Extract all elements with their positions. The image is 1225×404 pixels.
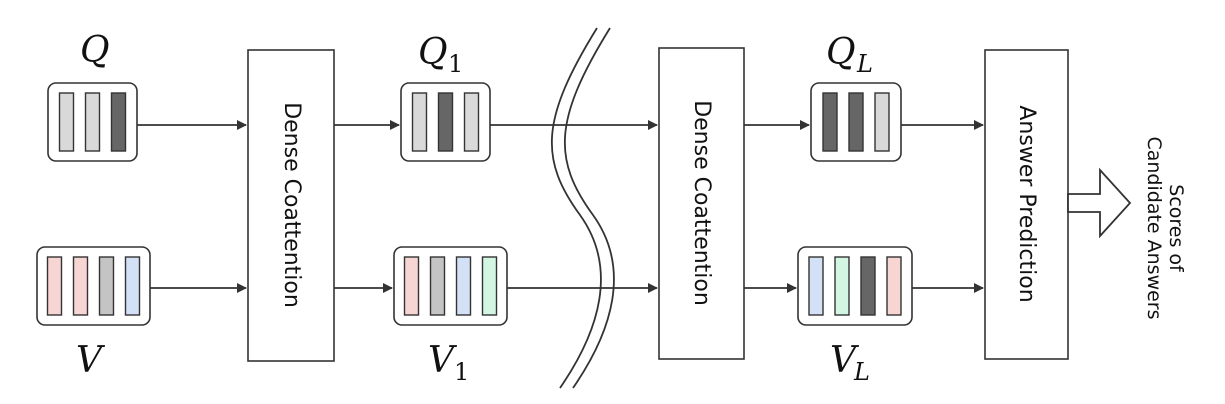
vector-ql-bar [848, 92, 864, 152]
vector-q [47, 82, 138, 162]
svg-text:Scores of: Scores of [1165, 184, 1187, 273]
vector-v1-bar [403, 256, 420, 316]
vector-ql-bar [822, 92, 838, 152]
svg-text:V: V [830, 340, 860, 381]
vector-v-bar [72, 256, 89, 316]
vector-vl-bar [886, 256, 902, 316]
vector-v [36, 246, 151, 326]
break-mark-left [550, 27, 602, 389]
label-q1: Q 1 [418, 32, 463, 78]
label-v: V [76, 340, 106, 381]
answer-prediction-label: Answer Prediction [1014, 105, 1039, 302]
svg-text:L: L [853, 358, 870, 386]
vector-q-bar [58, 92, 75, 152]
vector-v-bar [46, 256, 63, 316]
answer-prediction-block [984, 49, 1069, 360]
svg-text:1: 1 [448, 50, 463, 78]
vector-v-bar [98, 256, 115, 316]
vector-v1-bar [429, 256, 446, 316]
vector-ql-bar [874, 92, 890, 152]
svg-text:V: V [428, 340, 458, 381]
vector-q-bar [110, 92, 127, 152]
coattention-block-1 [247, 49, 335, 362]
vector-vl-frame [797, 246, 913, 326]
vector-v-bar [124, 256, 141, 316]
break-mark-right [563, 27, 615, 389]
coattention-block-1-label: Dense Coattention [279, 102, 304, 308]
vector-v1-frame [393, 246, 508, 326]
label-v1: V 1 [428, 340, 469, 386]
vector-q1-bar [437, 92, 454, 152]
label-q: Q [80, 30, 110, 71]
vector-vl [797, 246, 913, 326]
vector-v1-bar [481, 256, 498, 316]
output-label: Scores of Candidate Answers [1143, 136, 1187, 319]
svg-text:Candidate Answers: Candidate Answers [1143, 136, 1165, 319]
svg-text:Q: Q [418, 32, 448, 73]
vector-q1 [400, 82, 491, 162]
svg-text:L: L [856, 50, 873, 78]
vector-q-bar [84, 92, 101, 152]
vector-v1 [393, 246, 508, 326]
vector-v1-bar [455, 256, 472, 316]
vector-vl-bar [834, 256, 850, 316]
svg-text:1: 1 [454, 358, 469, 386]
coattention-block-2 [658, 47, 745, 360]
vector-v-frame [36, 246, 151, 326]
vector-vl-bar [860, 256, 876, 316]
svg-text:Q: Q [826, 32, 856, 73]
label-ql: Q L [826, 32, 873, 78]
coattention-block-2-label: Dense Coattention [689, 100, 714, 306]
label-vl: V L [830, 340, 870, 386]
vector-ql [810, 82, 902, 162]
output-arrow-icon [1067, 167, 1132, 239]
vector-vl-bar [808, 256, 824, 316]
vector-q1-bar [463, 92, 480, 152]
vector-q1-bar [411, 92, 428, 152]
